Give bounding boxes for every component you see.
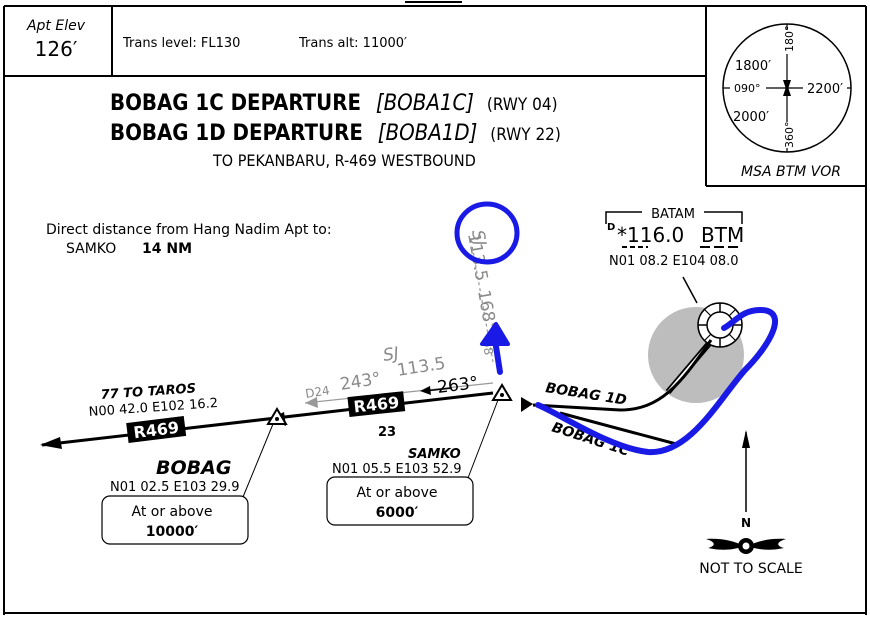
annotation-circle [454,201,520,265]
msa-bearing-180: 180° [783,26,796,53]
samko-coords: N01 05.5 E103 52.9 [332,462,462,477]
annotation-arrow-head [480,322,510,346]
bobag-constraint-line2: 10000′ [146,524,199,540]
distance-note: Direct distance from Hang Nadim Apt to: … [46,222,332,257]
radial-sj-lower-course: 243° [339,369,383,395]
blue-annotation-layer [454,201,779,456]
msa-label: MSA BTM VOR [741,164,841,180]
title-line2-code: [BOBA1D] [378,121,478,146]
title-line3: TO PEKANBARU, R-469 WESTBOUND [212,151,476,170]
title-line2: BOBAG 1D DEPARTURE [BOBA1D] (RWY 22) [110,121,561,146]
route-bobag-1c-label: BOBAG 1C [550,420,632,460]
msa-value-northwest: 1800′ [735,59,771,74]
title-line1: BOBAG 1C DEPARTURE [BOBA1C] (RWY 04) [110,91,558,116]
title-line2-rwy: (RWY 22) [490,125,561,145]
radial-sj-lower-ident: SJ [382,344,401,366]
batam-navaid-box: BATAM D *116.0 BTM N01 08.2 E104 08.0 [605,207,744,269]
radial-sj-lower-d: D24 [304,383,330,401]
bobag-name: BOBAG [156,457,231,479]
samko-constraint-line2: 6000′ [376,505,419,521]
title-line1-code: [BOBA1C] [376,91,474,116]
msa-diagram: 1800′ 2200′ 2000′ 090° 180° 360° MSA BTM… [722,23,852,180]
msa-value-east: 2200′ [807,82,843,97]
title-line1-rwy: (RWY 04) [487,95,558,115]
airway-mid-course: 263° [436,373,479,398]
airway-r469: 263° R469 23 R469 [40,373,533,449]
procedure-title: BOBAG 1C DEPARTURE [BOBA1C] (RWY 04) BOB… [110,91,561,170]
north-label: N [741,516,751,530]
samko-constraint-line1: At or above [357,485,438,501]
bobag-constraint-line1: At or above [132,504,213,520]
bobag-waypoint: BOBAG N01 02.5 E103 29.9 At or above 100… [101,407,288,545]
msa-bearing-360: 360° [783,122,796,149]
samko-waypoint: SAMKO N01 05.5 E103 52.9 At or above 600… [326,383,513,526]
navaid-name: BATAM [651,207,695,222]
distance-note-line1: Direct distance from Hang Nadim Apt to: [46,222,332,238]
navaid-d-symbol: D [607,222,615,233]
airway-r469-mid-label: R469 [353,393,400,417]
airway-mid-distance: 23 [378,425,396,440]
airway-r469-west-label: R469 [132,418,180,442]
distance-note-fix: SAMKO [66,241,116,257]
winged-globe-icon [706,538,744,550]
trans-level: Trans level: FL130 [122,36,240,51]
route-bobag-1d-label: BOBAG 1D [544,380,627,409]
batam-vor-symbol [682,276,743,348]
apt-elev-value: 126′ [35,37,78,61]
taros-info: 77 TO TAROS N00 42.0 E102 16.2 [88,381,218,420]
taros-label: 77 TO TAROS [100,381,196,403]
title-line1-name: BOBAG 1C DEPARTURE [110,91,361,116]
header: Apt Elev 126′ Trans level: FL130 Trans a… [26,18,407,61]
north-indicator: N NOT TO SCALE [699,430,803,577]
title-line2-name: BOBAG 1D DEPARTURE [110,121,363,146]
annotation-route-loop [535,307,779,456]
navaid-coords: N01 08.2 E104 08.0 [609,254,739,269]
navaid-ident: BTM [701,223,744,247]
msa-bearing-090: 090° [734,82,761,95]
msa-value-southwest: 2000′ [733,110,769,125]
bobag-coords: N01 02.5 E103 29.9 [110,480,240,495]
chart-frame [3,1,867,615]
apt-elev-label: Apt Elev [26,18,86,34]
distance-note-value: 14 NM [142,241,192,257]
samko-name: SAMKO [408,447,461,462]
radial-sj-upper-ident: SJ [467,228,489,247]
trans-alt: Trans alt: 11000′ [298,36,407,51]
navaid-frequency: *116.0 [617,223,684,247]
not-to-scale-label: NOT TO SCALE [699,561,802,577]
